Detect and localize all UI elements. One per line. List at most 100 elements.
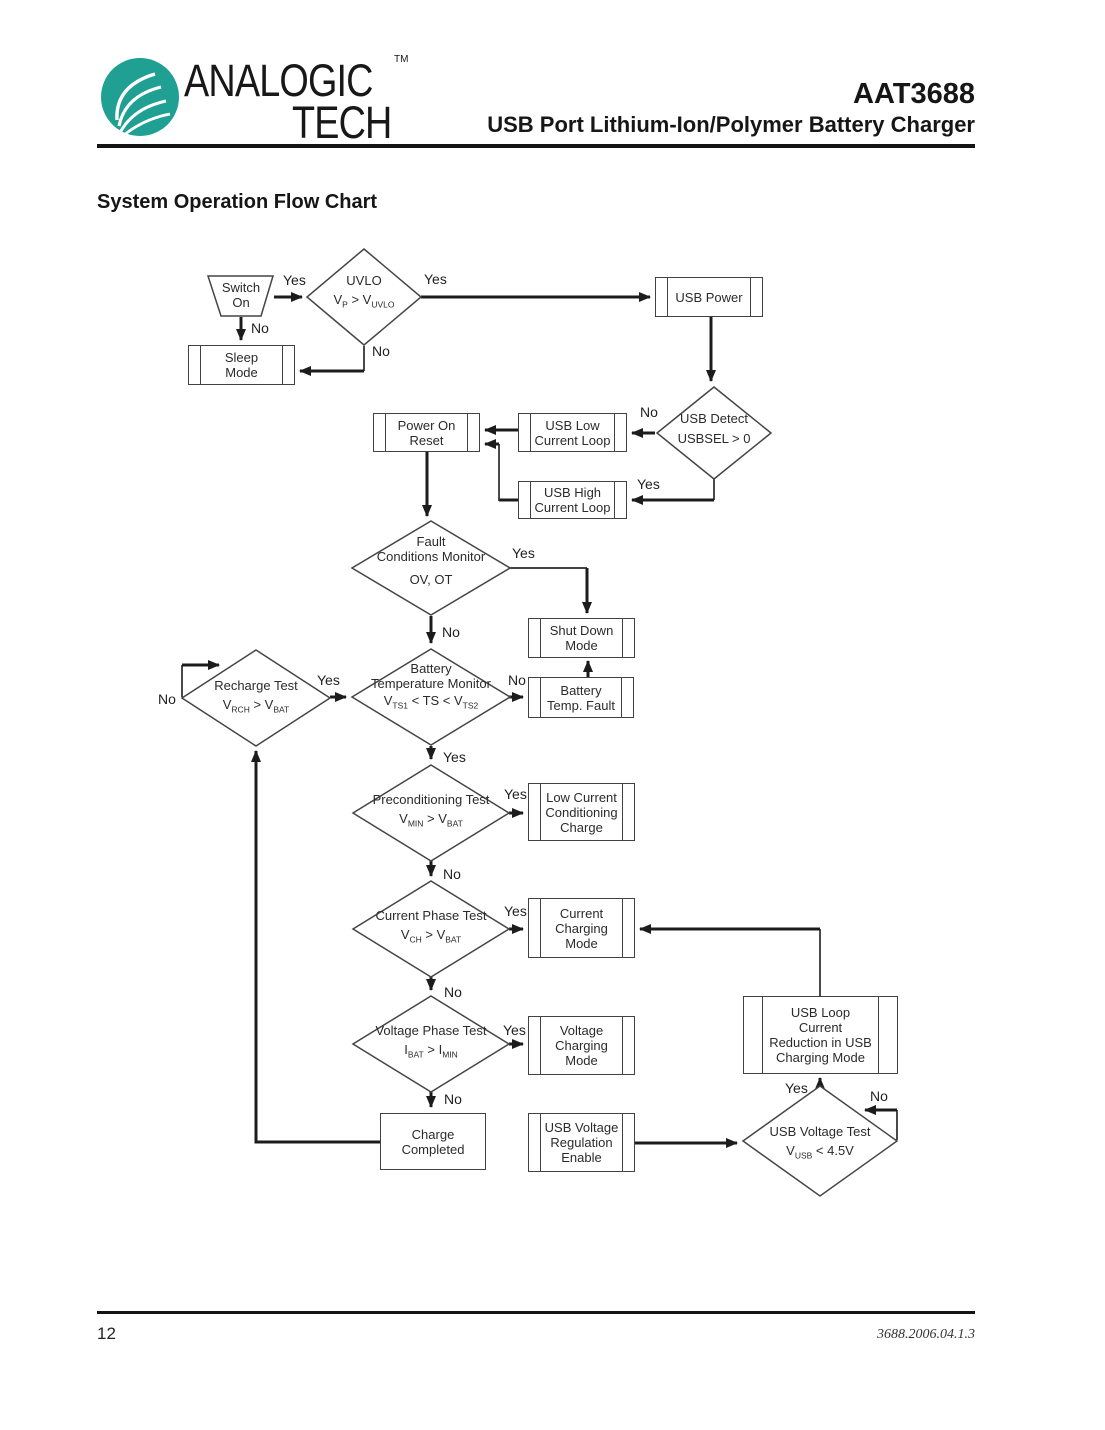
label-line: UVLO — [346, 273, 382, 288]
label-line: Voltage — [559, 1023, 604, 1038]
edge-label-recharge-no: No — [158, 691, 176, 707]
shape-usb-detect-diamond — [655, 386, 773, 480]
label-line: Enable — [561, 1150, 602, 1165]
edge-label-uvlo-no: No — [372, 343, 390, 359]
label-line: Mode — [565, 638, 598, 653]
brand-word-tech: TECH — [291, 97, 391, 148]
label-line: Mode — [225, 365, 258, 380]
flow-node-switch-on-label: Switch On — [206, 280, 276, 310]
label-line: Voltage Phase Test — [375, 1023, 487, 1038]
label-line: On — [232, 295, 250, 310]
edge-label-usb-detect-no: No — [640, 404, 658, 420]
flow-node-usb-power: USB Power — [655, 277, 763, 317]
label-line: Mode — [565, 935, 598, 951]
flow-node-charge-completed: Charge Completed — [380, 1113, 486, 1170]
label-line: Preconditioning Test — [372, 792, 490, 807]
edge-label-usb-vtest-yes: Yes — [785, 1080, 808, 1096]
shape-batt-temp-monitor-diamond — [350, 648, 512, 746]
flow-node-current-phase-test-label: Current Phase Test VCH > VBAT — [355, 908, 507, 948]
label-line: Current Phase Test — [375, 908, 487, 923]
label-line: Reset — [409, 432, 444, 448]
shape-fault-monitor-diamond — [350, 520, 512, 616]
label-line: Current — [559, 905, 604, 921]
edge-label-uvlo-yes: Yes — [424, 271, 447, 287]
edge-label-precond-yes: Yes — [504, 786, 527, 802]
shape-usb-voltage-test-diamond — [741, 1085, 899, 1197]
doc-code: 3688.2006.04.1.3 — [877, 1327, 975, 1342]
formula: IBAT > IMIN — [404, 1042, 458, 1060]
label-line: USB Power — [675, 289, 743, 305]
flow-node-usb-high-current-loop: USB High Current Loop — [518, 481, 627, 519]
label-line: Temp. Fault — [547, 697, 615, 713]
label-line: Charge — [411, 1126, 455, 1142]
flow-node-voltage-phase-test-label: Voltage Phase Test IBAT > IMIN — [355, 1023, 507, 1063]
label-line: Charging — [555, 920, 608, 936]
shape-recharge-test-diamond — [180, 649, 332, 747]
edge-label-recharge-yes: Yes — [317, 672, 340, 688]
trademark-symbol: TM — [394, 54, 409, 65]
label-line: USB Voltage — [544, 1120, 619, 1135]
label-line: USB High — [543, 485, 602, 500]
edge-label-voltage-phase-no: No — [444, 1091, 462, 1107]
label-line: USB Low — [545, 417, 600, 433]
label-line: Current Loop — [534, 432, 611, 448]
flow-node-usb-detect-label: USB Detect USBSEL > 0 — [655, 411, 773, 446]
label-line: Power On — [397, 417, 456, 433]
label-line: Regulation — [550, 1135, 613, 1150]
flow-node-usb-voltage-regulation-enable: USB Voltage Regulation Enable — [528, 1113, 635, 1172]
flow-node-batt-temp-monitor-label: Battery Temperature Monitor VTS1 < TS < … — [355, 661, 507, 714]
shape-switch-on-trapezoid — [206, 275, 275, 317]
flow-node-sleep-mode: Sleep Mode — [188, 345, 295, 385]
edge-label-batt-temp-yes: Yes — [443, 749, 466, 765]
label-line: Current Loop — [534, 500, 611, 515]
flow-node-recharge-test-label: Recharge Test VRCH > VBAT — [185, 678, 327, 718]
label-line: Temperature Monitor — [371, 676, 491, 691]
flow-node-usb-loop-current-reduction: USB Loop Current Reduction in USB Chargi… — [743, 996, 898, 1074]
flow-node-power-on-reset: Power On Reset — [373, 413, 480, 452]
flow-node-low-current-conditioning-charge: Low Current Conditioning Charge — [528, 783, 635, 841]
shape-uvlo-diamond — [305, 248, 423, 346]
label-line: Switch — [221, 280, 261, 295]
flow-node-precondition-test-label: Preconditioning Test VMIN > VBAT — [355, 792, 507, 832]
flow-connectors — [181, 292, 898, 1148]
edge-label-usb-detect-yes: Yes — [637, 476, 660, 492]
company-logo — [100, 57, 180, 137]
flow-node-uvlo-label: UVLO VP > VUVLO — [308, 273, 420, 313]
edge-label-voltage-phase-yes: Yes — [503, 1022, 526, 1038]
edge-label-fault-no: No — [442, 624, 460, 640]
label-line: Reduction in USB — [769, 1035, 872, 1050]
shape-precondition-test-diamond — [351, 764, 511, 862]
section-title: System Operation Flow Chart — [97, 191, 378, 213]
shape-current-phase-diamond — [351, 880, 511, 978]
leaf-logo-icon — [101, 58, 179, 137]
label-line: Conditions Monitor — [376, 549, 486, 564]
label-line: Current — [798, 1020, 843, 1035]
edge-label-current-phase-no: No — [444, 984, 462, 1000]
flow-node-voltage-charging-mode: Voltage Charging Mode — [528, 1016, 635, 1075]
part-number: AAT3688 — [853, 78, 975, 110]
label-line: Recharge Test — [214, 678, 298, 693]
label-line: USB Detect — [680, 411, 748, 426]
flow-shapes — [180, 248, 899, 1197]
label-line: Charge — [560, 819, 603, 835]
formula: VUSB < 4.5V — [786, 1143, 854, 1161]
edge-label-fault-yes: Yes — [512, 545, 535, 561]
label-line: Battery — [410, 661, 452, 676]
flow-node-usb-voltage-test-label: USB Voltage Test VUSB < 4.5V — [745, 1124, 895, 1164]
formula: VCH > VBAT — [400, 927, 462, 945]
formula: VTS1 < TS < VTS2 — [383, 693, 479, 711]
formula: VP > VUVLO — [333, 292, 395, 310]
shape-voltage-phase-diamond — [351, 995, 511, 1093]
flow-node-battery-temp-fault: Battery Temp. Fault — [528, 677, 634, 718]
header-rule — [97, 144, 975, 148]
label-line: Sleep — [224, 350, 259, 365]
label-line: Low Current — [546, 789, 617, 805]
flow-node-usb-low-current-loop: USB Low Current Loop — [518, 413, 627, 452]
edge-label-usb-vtest-no: No — [870, 1088, 888, 1104]
label-line: Fault — [416, 534, 446, 549]
label-line: OV, OT — [409, 572, 453, 587]
label-line: Completed — [401, 1141, 465, 1157]
flow-node-shut-down-mode: Shut Down Mode — [528, 618, 635, 658]
label-line: Charging Mode — [776, 1050, 865, 1065]
